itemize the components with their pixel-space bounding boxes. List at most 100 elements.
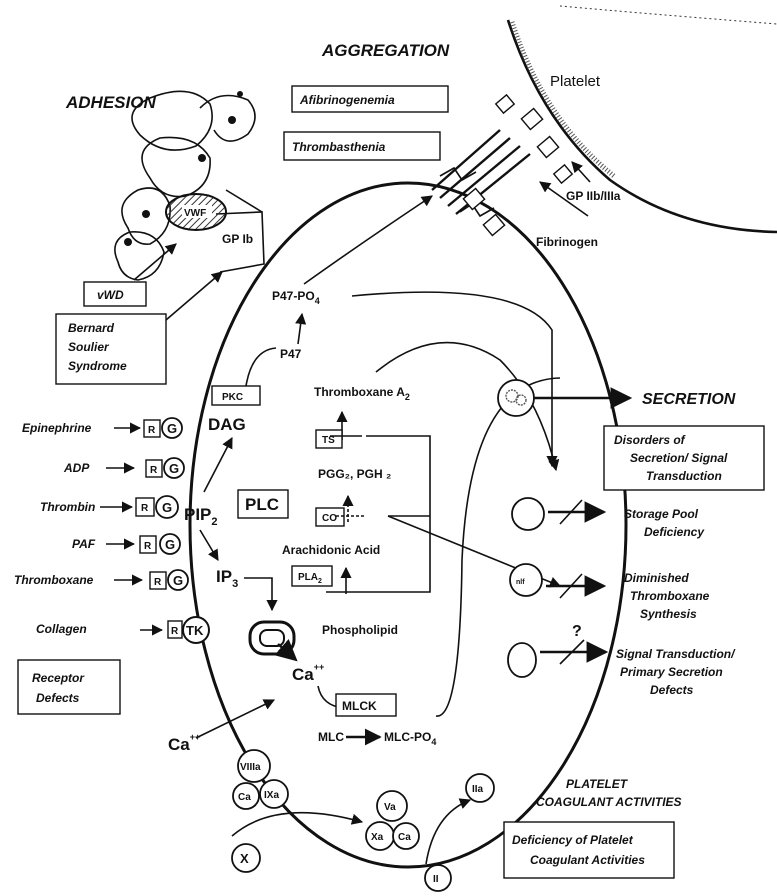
svg-text:R: R [144, 541, 152, 552]
svg-text:Epinephrine: Epinephrine [22, 421, 92, 435]
pgg2-pgh2-label: PGG₂, PGH ₂ [318, 467, 391, 481]
ip3-label: IP3 [216, 567, 238, 590]
svg-text:R: R [148, 425, 156, 436]
factor-va: Va [377, 791, 407, 821]
thromboxane-a2-label: Thromboxane A2 [314, 385, 410, 402]
svg-text:R: R [171, 626, 179, 637]
gp-iib-iiia-label: GP IIb/IIIa [566, 189, 621, 203]
svg-text:Afibrinogenemia: Afibrinogenemia [299, 93, 395, 107]
factor-x: X [232, 844, 260, 872]
mlc-label: MLC [318, 730, 344, 744]
granule-storage [512, 498, 544, 530]
svg-text:VIIIa: VIIIa [240, 762, 261, 773]
p47-po4-label: P47-PO4 [272, 289, 320, 306]
svg-text:X: X [240, 851, 249, 866]
svg-text:IIa: IIa [472, 784, 484, 795]
dense-tubular-system [250, 622, 294, 654]
p47-label: P47 [280, 347, 302, 361]
aggregation-heading: AGGREGATION [321, 41, 450, 60]
svg-text:CO: CO [322, 513, 337, 524]
svg-text:ADP: ADP [63, 461, 90, 475]
mlc-po4-label: MLC-PO4 [384, 730, 436, 747]
svg-text:nlf: nlf [516, 579, 525, 586]
svg-text:Deficiency of Platelet: Deficiency of Platelet [512, 833, 634, 847]
svg-text:Receptor: Receptor [32, 671, 85, 685]
svg-text:MLCK: MLCK [342, 699, 377, 713]
thromboxane-synthesis-label-1: Diminished [624, 571, 689, 585]
svg-text:G: G [162, 500, 172, 515]
agonist-epinephrine: Epinephrine R G [22, 418, 182, 438]
svg-text:R: R [141, 503, 149, 514]
svg-text:Syndrome: Syndrome [68, 359, 127, 373]
factor-ca-right: Ca [393, 823, 419, 849]
factor-xa: Xa [366, 822, 394, 850]
svg-text:Thromboxane: Thromboxane [14, 573, 94, 587]
ca-outer-label: Ca++ [168, 732, 200, 754]
platelet-edge-hatch [512, 22, 614, 176]
svg-text:R: R [150, 465, 158, 476]
subendothelium-cells [115, 91, 255, 280]
svg-text:Ca: Ca [398, 832, 411, 843]
svg-text:Thrombin: Thrombin [40, 500, 95, 514]
phospholipid-label: Phospholipid [322, 623, 398, 637]
svg-text:PLC: PLC [245, 495, 279, 514]
factor-iia: IIa [466, 774, 494, 802]
svg-text:Defects: Defects [36, 691, 80, 705]
arachidonic-acid-label: Arachidonic Acid [282, 543, 380, 557]
svg-text:Collagen: Collagen [36, 622, 87, 636]
factor-ii: II [425, 865, 451, 891]
svg-text:vWD: vWD [97, 288, 124, 302]
coagulant-heading-2: COAGULANT ACTIVITIES [536, 795, 682, 809]
receptor-defects-box [18, 660, 120, 714]
svg-text:Xa: Xa [371, 832, 384, 843]
gp-iib-iiia-bridge [432, 95, 572, 236]
svg-text:IXa: IXa [264, 790, 279, 801]
signal-transduction-label-2: Primary Secretion [620, 665, 723, 679]
svg-text:G: G [165, 537, 175, 552]
ca-inner-label: Ca++ [292, 662, 324, 684]
svg-text:G: G [169, 461, 179, 476]
signal-transduction-label-1: Signal Transduction/ [616, 647, 736, 661]
svg-text:PAF: PAF [72, 537, 96, 551]
storage-pool-label-2: Deficiency [644, 525, 705, 539]
svg-text:Va: Va [384, 802, 396, 813]
granule-top [498, 380, 534, 416]
svg-text:II: II [433, 874, 439, 885]
question-mark: ? [572, 623, 582, 640]
svg-text:G: G [167, 421, 177, 436]
factor-viiia: VIIIa [238, 750, 270, 782]
coagulant-deficiency-box [504, 822, 674, 878]
thromboxane-synthesis-label-2: Thromboxane [630, 589, 710, 603]
granule-signal [508, 643, 536, 677]
coagulant-heading-1: PLATELET [566, 777, 629, 791]
svg-text:PKC: PKC [222, 392, 243, 403]
agonist-collagen: Collagen R TK [36, 617, 209, 643]
platelet-label: Platelet [550, 73, 601, 90]
agonist-thrombin: Thrombin R G [40, 496, 178, 518]
svg-text:Bernard: Bernard [68, 321, 115, 335]
secretion-heading: SECRETION [642, 391, 736, 408]
agonist-adp: ADP R G [63, 458, 184, 478]
factor-ca-left: Ca [233, 783, 259, 809]
svg-text:Coagulant Activities: Coagulant Activities [530, 853, 645, 867]
signal-transduction-label-3: Defects [650, 683, 694, 697]
dag-label: DAG [208, 415, 246, 434]
agonist-thromboxane: Thromboxane R G [14, 570, 188, 590]
second-platelet [508, 20, 777, 232]
svg-text:R: R [154, 577, 162, 588]
svg-text:Transduction: Transduction [646, 469, 722, 483]
fibrinogen-label: Fibrinogen [536, 235, 598, 249]
svg-text:Disorders of: Disorders of [614, 433, 686, 447]
svg-text:Ca: Ca [238, 792, 251, 803]
factor-ixa: IXa [260, 780, 288, 808]
vwf-label: VWF [184, 208, 206, 219]
svg-text:Thrombasthenia: Thrombasthenia [292, 140, 386, 154]
thromboxane-synthesis-label-3: Synthesis [640, 607, 697, 621]
gp-ib-label: GP Ib [222, 232, 253, 246]
svg-text:G: G [173, 573, 183, 588]
granule-thromboxane: nlf [510, 564, 542, 596]
svg-text:TK: TK [186, 623, 204, 638]
svg-text:Soulier: Soulier [68, 340, 110, 354]
storage-pool-label-1: Storage Pool [624, 507, 699, 521]
